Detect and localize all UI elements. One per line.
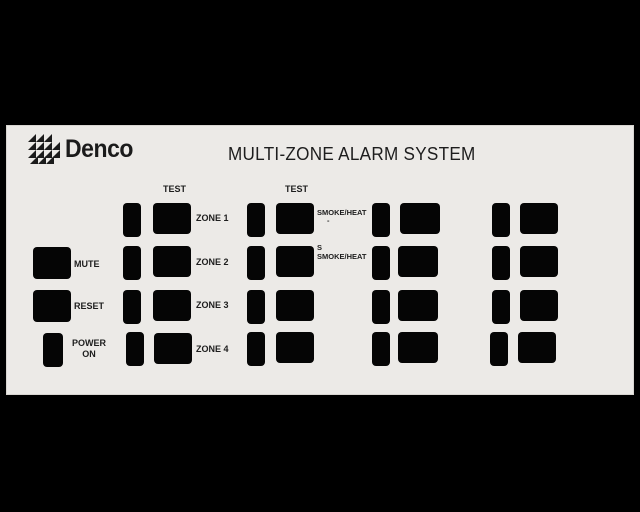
zone-1-button-3[interactable] xyxy=(400,203,440,234)
zone-4-indicator xyxy=(126,332,144,366)
zone-1-test-button-2[interactable] xyxy=(276,203,314,234)
zone-3-indicator xyxy=(123,290,141,324)
power-on-label: POWER ON xyxy=(72,338,107,359)
brand-logo: Denco xyxy=(28,134,139,164)
zone-1-test-button[interactable] xyxy=(153,203,191,234)
zone-4-indicator-4 xyxy=(490,332,508,366)
alarm-panel-faceplate: Denco MULTI-ZONE ALARM SYSTEM TEST TEST … xyxy=(6,125,634,395)
test-header-1: TEST xyxy=(163,184,187,194)
panel-title: MULTI-ZONE ALARM SYSTEM xyxy=(228,144,476,164)
zone-3-button-3[interactable] xyxy=(398,290,438,321)
mute-button[interactable] xyxy=(33,247,71,279)
zone-4-button-4[interactable] xyxy=(518,332,556,363)
zone-2-label: ZONE 2 xyxy=(196,257,229,267)
mute-label: MUTE xyxy=(74,259,100,269)
brand-name: Denco xyxy=(65,134,133,163)
reset-label: RESET xyxy=(74,301,105,311)
zone-3-indicator-3 xyxy=(372,290,390,324)
sensor-label-row2: S SMOKE/HEAT xyxy=(317,243,367,261)
sensor-label-row1: SMOKE/HEAT - xyxy=(317,208,367,225)
zone-2-indicator-2 xyxy=(247,246,265,280)
zone-3-indicator-2 xyxy=(247,290,265,324)
zone-3-indicator-4 xyxy=(492,290,510,324)
zone-4-indicator-2 xyxy=(247,332,265,366)
zone-4-indicator-3 xyxy=(372,332,390,366)
zone-1-indicator-2 xyxy=(247,203,265,237)
zone-4-test-button[interactable] xyxy=(154,333,192,364)
zone-4-test-button-2[interactable] xyxy=(276,332,314,363)
zone-1-indicator-3 xyxy=(372,203,390,237)
zone-2-button-3[interactable] xyxy=(398,246,438,277)
zone-1-label: ZONE 1 xyxy=(196,213,229,223)
reset-button[interactable] xyxy=(33,290,71,322)
zone-2-indicator xyxy=(123,246,141,280)
zone-1-indicator xyxy=(123,203,141,237)
zone-1-indicator-4 xyxy=(492,203,510,237)
zone-4-button-3[interactable] xyxy=(398,332,438,363)
zone-3-label: ZONE 3 xyxy=(196,300,229,310)
zone-3-test-button[interactable] xyxy=(153,290,191,321)
zone-2-indicator-3 xyxy=(372,246,390,280)
zone-2-indicator-4 xyxy=(492,246,510,280)
zone-2-test-button-2[interactable] xyxy=(276,246,314,277)
zone-4-label: ZONE 4 xyxy=(196,344,229,354)
triangle-grid-logo-icon xyxy=(28,134,60,164)
zone-3-test-button-2[interactable] xyxy=(276,290,314,321)
power-on-button[interactable] xyxy=(43,333,63,367)
zone-2-button-4[interactable] xyxy=(520,246,558,277)
test-header-2: TEST xyxy=(285,184,309,194)
zone-1-button-4[interactable] xyxy=(520,203,558,234)
zone-2-test-button[interactable] xyxy=(153,246,191,277)
zone-3-button-4[interactable] xyxy=(520,290,558,321)
